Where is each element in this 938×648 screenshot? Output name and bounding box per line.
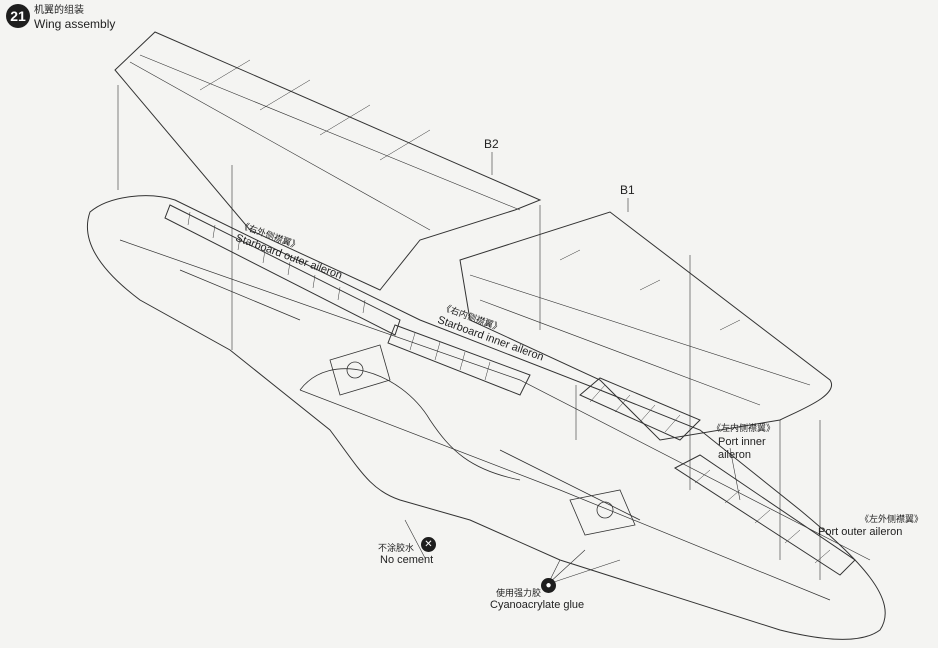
port-inner-aileron <box>579 377 701 441</box>
port-inner-en-line1: Port inner <box>718 436 766 448</box>
starboard-outer-aileron <box>164 204 401 336</box>
step-title-cn: 机翼的组装 <box>34 5 84 16</box>
lower-wing-spar-line <box>119 239 871 561</box>
step-number-badge: 21 <box>6 4 30 28</box>
fuselage-cutout <box>299 368 521 481</box>
no-glue-icon: ✕ <box>421 537 436 552</box>
port-inner-en-line2: aileron <box>718 449 752 461</box>
step-title-en: Wing assembly <box>34 17 116 31</box>
no-cement-en: No cement <box>380 554 434 566</box>
lower-wing-outline <box>86 195 886 640</box>
port-outer-cn: 《左外侧襟翼》 <box>860 514 924 524</box>
port-inner-cn: 《左内侧襟翼》 <box>712 423 776 433</box>
part-label-b2: B2 <box>484 137 499 151</box>
cyano-glue-en: Cyanoacrylate glue <box>490 599 585 611</box>
landing-gear-details <box>179 269 641 536</box>
port-outer-aileron <box>674 454 856 576</box>
starboard-inner-aileron <box>387 324 531 396</box>
cyano-glue-cn: 使用强力胶 <box>496 588 542 598</box>
assembly-guide-lines <box>117 85 821 580</box>
upper-wing-b2 <box>114 31 542 291</box>
upper-wing-b1 <box>459 211 833 441</box>
port-outer-en: Port outer aileron <box>818 526 903 538</box>
part-label-b1: B1 <box>620 183 635 197</box>
lower-wing-trailing-edge <box>299 389 831 601</box>
no-cement-cn: 不涂胶水 <box>378 543 415 553</box>
glue-drop-icon: ● <box>541 578 556 593</box>
